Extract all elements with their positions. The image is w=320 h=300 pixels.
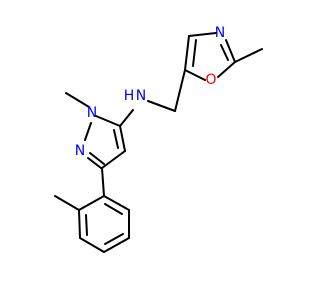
pyrazole-n1-label: N	[87, 105, 97, 121]
bond	[220, 44, 229, 61]
bond	[85, 214, 88, 236]
amine-hydrogen-label: H	[124, 88, 135, 104]
bond	[174, 69, 186, 112]
bond	[217, 61, 236, 78]
bonds-layer	[54, 32, 263, 253]
bond	[84, 122, 92, 141]
bond	[104, 233, 124, 245]
bond	[225, 39, 236, 63]
bond	[103, 237, 130, 253]
oxazole-oxygen-label: O	[205, 72, 216, 88]
bond	[78, 195, 105, 211]
bond	[184, 35, 190, 71]
bond	[87, 157, 102, 169]
bond	[65, 92, 90, 108]
bond	[54, 195, 80, 211]
oxazole-nitrogen-label: N	[215, 25, 225, 41]
molecule-structure-canvas: N H N N N O	[54, 25, 263, 253]
bond	[184, 69, 206, 81]
bond	[101, 167, 105, 197]
bond	[234, 48, 263, 63]
bond	[89, 152, 105, 165]
bond	[147, 100, 176, 112]
bond	[192, 39, 197, 67]
bond	[113, 129, 119, 149]
bond	[103, 195, 130, 211]
pyrazole-n2-label: N	[75, 143, 85, 159]
bond	[119, 109, 134, 127]
atom-labels-layer: N H N N N O	[75, 25, 225, 159]
bond	[104, 203, 123, 215]
bond	[101, 150, 126, 169]
amine-nitrogen-label: N	[136, 88, 146, 104]
bond	[119, 125, 126, 152]
bond	[188, 32, 217, 37]
bond	[79, 237, 105, 253]
bond	[95, 115, 121, 127]
bond	[78, 209, 81, 239]
